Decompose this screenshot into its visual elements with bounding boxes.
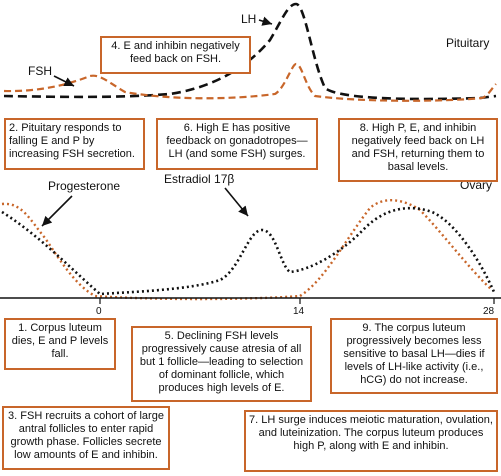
estradiol-label: Estradiol 17β bbox=[164, 172, 235, 186]
step-5-box: 5. Declining FSH levels progressively ca… bbox=[131, 326, 312, 402]
progesterone-curve bbox=[1, 199, 493, 301]
lh-curve bbox=[3, 2, 497, 101]
progesterone-label: Progesterone bbox=[48, 179, 121, 193]
tick-label-28: 28 bbox=[483, 306, 495, 317]
step-3-box: 3. FSH recruits a cohort of large antral… bbox=[2, 406, 170, 470]
progesterone-arrow bbox=[41, 195, 73, 227]
step-7-box: 7. LH surge induces meiotic maturation, … bbox=[244, 410, 498, 472]
estradiol-arrow bbox=[224, 187, 249, 217]
step-8-box: 8. High P, E, and inhibin negatively fee… bbox=[338, 118, 498, 182]
lh-arrow bbox=[258, 16, 273, 26]
step-9-box: 9. The corpus luteum progressively becom… bbox=[330, 318, 498, 394]
step-2-box: 2. Pituitary responds to falling E and P… bbox=[4, 118, 145, 170]
tick-label-0: 0 bbox=[96, 306, 102, 317]
step-4-box: 4. E and inhibin negatively feed back on… bbox=[100, 36, 251, 74]
pituitary-label: Pituitary bbox=[446, 36, 490, 50]
fsh-curve bbox=[3, 62, 497, 102]
lh-label: LH bbox=[241, 12, 257, 26]
step-1-box: 1. Corpus luteum dies, E and P levels fa… bbox=[4, 318, 116, 370]
tick-label-14: 14 bbox=[293, 306, 305, 317]
fsh-arrow bbox=[53, 75, 75, 87]
step-6-box: 6. High E has positive feedback on gonad… bbox=[156, 118, 318, 170]
estradiol-curve bbox=[1, 206, 496, 296]
fsh-label: FSH bbox=[28, 64, 52, 78]
